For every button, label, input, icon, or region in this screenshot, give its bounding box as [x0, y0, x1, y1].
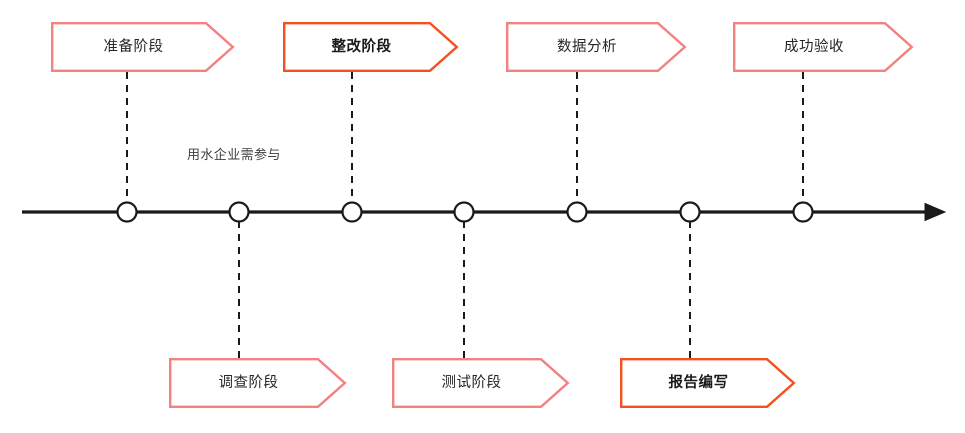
timeline-node-7[interactable] — [792, 201, 814, 223]
timeline-node-5[interactable] — [566, 201, 588, 223]
timeline-annotation: 用水企业需参与 — [187, 147, 281, 162]
milestone-label: 准备阶段 — [103, 38, 164, 55]
milestone-box-3[interactable]: 数据分析 — [506, 22, 687, 72]
timeline-arrowhead-icon — [924, 202, 947, 222]
milestone-box-4[interactable]: 成功验收 — [733, 22, 914, 72]
milestone-box-2[interactable]: 整改阶段 — [283, 22, 459, 72]
milestone-label: 报告编写 — [668, 374, 729, 391]
timeline-node-4[interactable] — [453, 201, 475, 223]
timeline-node-6[interactable] — [679, 201, 701, 223]
milestone-chevron-shape — [169, 358, 347, 408]
timeline-node-1[interactable] — [116, 201, 138, 223]
milestone-box-1[interactable]: 准备阶段 — [51, 22, 235, 72]
milestone-chevron-shape — [283, 22, 459, 72]
milestone-label: 整改阶段 — [331, 38, 392, 55]
milestone-box-5[interactable]: 调查阶段 — [169, 358, 347, 408]
milestone-box-7[interactable]: 报告编写 — [620, 358, 796, 408]
milestone-chevron-shape — [51, 22, 235, 72]
milestone-label: 成功验收 — [784, 38, 844, 55]
timeline-node-3[interactable] — [341, 201, 363, 223]
timeline-node-2[interactable] — [228, 201, 250, 223]
milestone-chevron-shape — [733, 22, 914, 72]
milestone-chevron-shape — [392, 358, 570, 408]
milestone-box-6[interactable]: 测试阶段 — [392, 358, 570, 408]
milestone-chevron-shape — [506, 22, 687, 72]
milestone-label: 调查阶段 — [218, 374, 279, 391]
milestone-chevron-shape — [620, 358, 796, 408]
milestone-label: 测试阶段 — [441, 374, 502, 391]
milestone-label: 数据分析 — [557, 38, 617, 55]
